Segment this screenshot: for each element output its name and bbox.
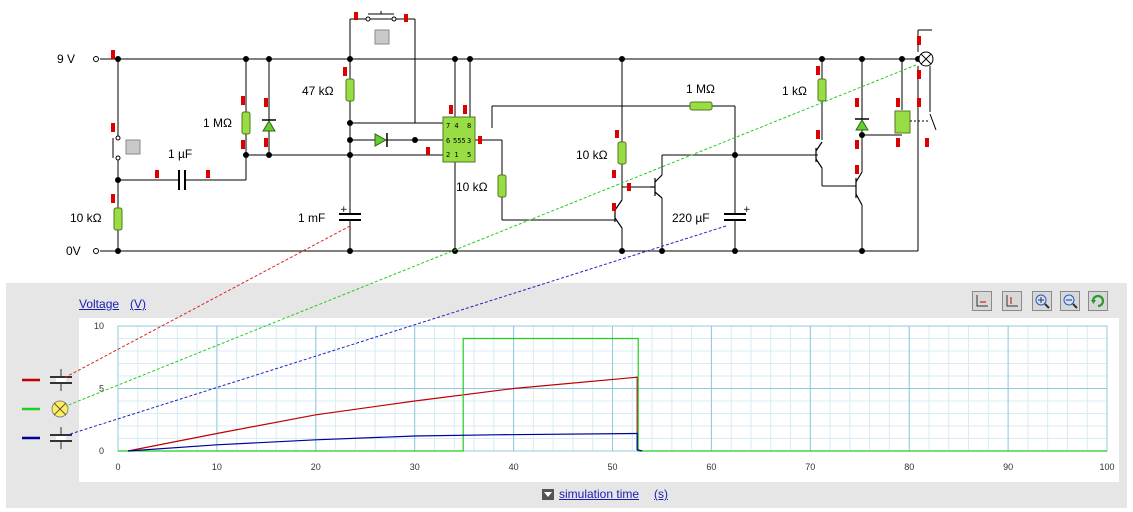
svg-text:+: +	[340, 205, 348, 215]
label-r-1k: 1 kΩ	[782, 84, 807, 98]
legend	[22, 369, 72, 449]
plot-background	[79, 318, 1119, 482]
capacitors[interactable]	[178, 170, 746, 221]
x-tick-label: 0	[115, 462, 120, 472]
y-tick-label: 5	[99, 384, 104, 394]
label-r-47k: 47 kΩ	[302, 84, 334, 98]
svg-text:2 1: 2 1	[446, 151, 459, 159]
zoom-in-button[interactable]	[1032, 291, 1052, 311]
time-unit-link[interactable]: (s)	[654, 487, 668, 501]
fit-y-icon	[1006, 295, 1018, 307]
svg-text:555: 555	[453, 137, 466, 145]
x-tick-label: 90	[1003, 462, 1013, 472]
refresh-button[interactable]	[1088, 291, 1108, 311]
relay-contact	[929, 113, 937, 131]
simulation-time-link[interactable]: simulation time	[559, 487, 640, 501]
label-c-1mf: 1 mF	[298, 211, 325, 225]
circuit-diagram: 7 4 8 6 555 3 2 1 5	[57, 11, 937, 258]
x-tick-label: 100	[1099, 462, 1114, 472]
ground-label: 0V	[66, 244, 81, 258]
svg-text:5: 5	[467, 151, 471, 159]
label-r-10k-mid: 10 kΩ	[456, 180, 488, 194]
x-tick-label: 70	[805, 462, 815, 472]
x-tick-label: 20	[311, 462, 321, 472]
x-tick-label: 60	[706, 462, 716, 472]
y-tick-label: 10	[94, 321, 104, 331]
label-r-1m-left: 1 MΩ	[203, 116, 232, 130]
zoom-out-button[interactable]	[1060, 291, 1080, 311]
svg-text:+: +	[743, 205, 751, 215]
fit-x-icon	[976, 295, 988, 307]
fit-x-button[interactable]	[972, 291, 992, 311]
label-r-1m-right: 1 MΩ	[686, 82, 715, 96]
label-c-1uf: 1 µF	[168, 147, 192, 161]
supply-label: 9 V	[57, 52, 75, 66]
zoom-out-icon	[1063, 294, 1078, 309]
relay-coil[interactable]	[894, 110, 911, 134]
zoom-in-icon	[1035, 294, 1050, 309]
ic-555[interactable]: 7 4 8 6 555 3 2 1 5	[442, 116, 476, 163]
svg-text:3: 3	[467, 137, 471, 145]
fit-y-button[interactable]	[1002, 291, 1022, 311]
lamp-icon	[51, 400, 69, 418]
voltage-time-chart: 0 10 20 30 40 50 60 70 80 90 100 0 5 10	[22, 318, 1119, 482]
label-r-10k-trans: 10 kΩ	[576, 148, 608, 162]
capacitor-1mf-icon	[50, 369, 72, 391]
x-tick-label: 40	[509, 462, 519, 472]
legend-entry-capacitor-1mf[interactable]	[22, 369, 72, 391]
y-tick-label: 0	[99, 446, 104, 456]
probe-markers[interactable]	[111, 12, 929, 211]
x-tick-label: 80	[904, 462, 914, 472]
time-axis-toggle-icon[interactable]	[542, 489, 554, 500]
x-tick-label: 50	[607, 462, 617, 472]
svg-text:7 4: 7 4	[446, 122, 459, 130]
capacitor-220uf-icon	[50, 427, 72, 449]
circuit-wires	[100, 18, 932, 252]
refresh-icon	[1091, 294, 1105, 308]
label-c-220uf: 220 µF	[672, 211, 710, 225]
legend-entry-lamp[interactable]	[22, 400, 69, 418]
lamp[interactable]	[918, 51, 934, 67]
svg-text:8: 8	[467, 122, 471, 130]
diodes[interactable]	[262, 119, 869, 147]
svg-text:6: 6	[446, 137, 450, 145]
x-tick-label: 30	[410, 462, 420, 472]
legend-entry-capacitor-220uf[interactable]	[22, 427, 72, 449]
x-tick-label: 10	[212, 462, 222, 472]
label-r-left: 10 kΩ	[70, 211, 102, 225]
